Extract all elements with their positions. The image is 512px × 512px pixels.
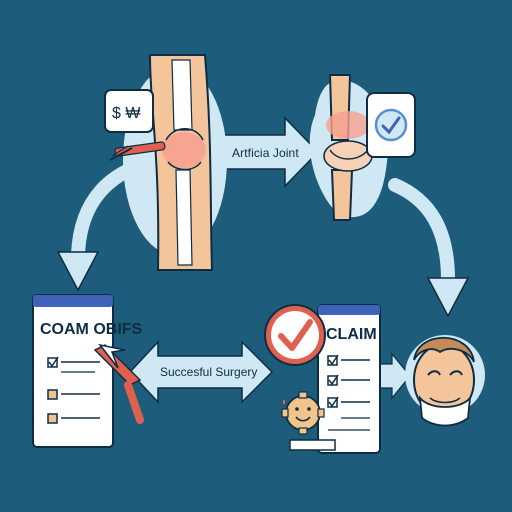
successful-surgery-label: Succesful Surgery <box>160 365 258 379</box>
inflamed-joint <box>162 132 206 168</box>
arrow-successful-surgery <box>128 340 274 404</box>
knee-before-illustration <box>123 54 227 271</box>
artificial-joint-label: Artficia Joint <box>232 146 299 160</box>
patient-face-icon <box>405 335 485 427</box>
claim-form-checkbox[interactable] <box>327 374 339 386</box>
left-form-title: COAM OBIFS <box>40 321 143 338</box>
claim-form-checkbox[interactable] <box>327 354 339 366</box>
money-note-icon: $ ₩ <box>104 89 154 133</box>
claim-form-card <box>317 304 381 454</box>
left-form-checkbox[interactable] <box>47 389 58 400</box>
left-form-checkbox[interactable] <box>47 356 59 368</box>
pen-cursor-icon <box>93 343 144 424</box>
gear-smile-icon <box>281 391 325 435</box>
svg-text:$ ₩: $ ₩ <box>112 105 140 122</box>
claim-form-title: CLAIM <box>326 326 377 343</box>
approval-check-badge-icon <box>264 304 326 366</box>
surgical-tool-icon <box>109 141 166 161</box>
left-form-checkbox[interactable] <box>47 413 58 424</box>
left-form-card <box>32 294 114 448</box>
approved-badge-icon[interactable] <box>366 92 416 158</box>
claim-form-doc-strip <box>289 439 336 451</box>
claim-form-checkbox[interactable] <box>327 396 339 408</box>
curved-arrow-right <box>388 178 470 318</box>
